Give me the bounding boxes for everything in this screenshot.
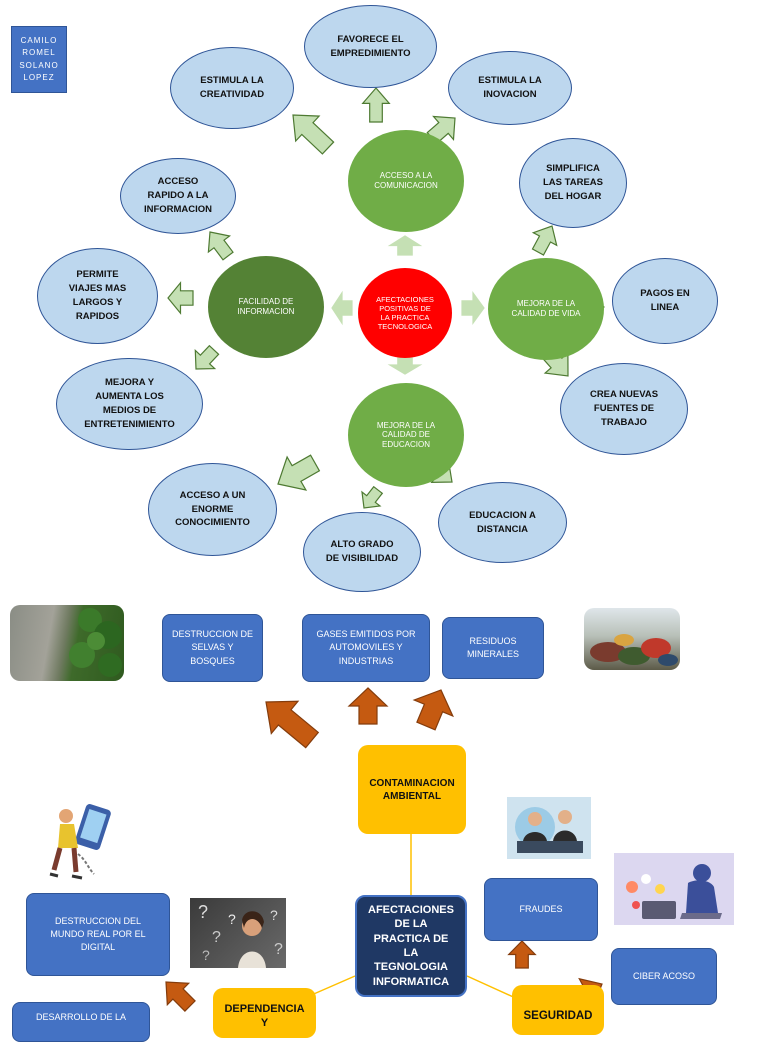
leaf-alto-visibilidad: ALTO GRADO DE VISIBILIDAD xyxy=(303,512,421,592)
hub-calidad-educacion: MEJORA DE LA CALIDAD DE EDUCACION xyxy=(348,383,464,487)
hub-acceso-comunicacion: ACCESO A LA COMUNICACION xyxy=(348,130,464,232)
fraud-people-illustration xyxy=(507,797,591,859)
deforestation-photo xyxy=(10,605,124,681)
hub-calidad-vida: MEJORA DE LA CALIDAD DE VIDA xyxy=(488,258,604,360)
svg-text:?: ? xyxy=(270,907,278,923)
box-residuos-minerales: RESIDUOS MINERALES xyxy=(442,617,544,679)
leaf-educacion-distancia: EDUCACION A DISTANCIA xyxy=(438,482,567,563)
author-box: CAMILO ROMEL SOLANO LOPEZ xyxy=(11,26,67,93)
block-arrow-17 xyxy=(347,687,389,725)
block-arrow-13 xyxy=(277,454,321,491)
block-arrow-8 xyxy=(167,281,194,315)
block-arrow-5 xyxy=(292,114,335,155)
box-fraudes: FRAUDES xyxy=(484,878,598,941)
box-gases-emitidos: GASES EMITIDOS POR AUTOMOVILES Y INDUSTR… xyxy=(302,614,430,682)
hub-facilidad-informacion: FACILIDAD DE INFORMACION xyxy=(208,256,324,358)
block-arrow-2 xyxy=(461,290,485,326)
center-node-positivas: AFECTACIONES POSITIVAS DE LA PRACTICA TE… xyxy=(358,268,452,358)
waste-photo xyxy=(584,608,680,670)
cyberbullying-illustration xyxy=(614,853,734,925)
svg-text:?: ? xyxy=(274,941,283,958)
leaf-acceso-rapido: ACCESO RAPIDO A LA INFORMACION xyxy=(120,158,236,234)
block-arrow-16 xyxy=(265,700,320,749)
block-arrow-7 xyxy=(207,231,234,261)
box-destruccion-mundo-real: DESTRUCCION DEL MUNDO REAL POR EL DIGITA… xyxy=(26,893,170,976)
svg-text:?: ? xyxy=(228,911,236,927)
box-seguridad: SEGURIDAD xyxy=(512,985,604,1035)
forest-texture xyxy=(69,608,122,677)
block-arrow-20 xyxy=(507,940,537,969)
svg-text:?: ? xyxy=(198,902,208,922)
box-dependencia: DEPENDENCIA Y xyxy=(213,988,316,1038)
block-arrow-1 xyxy=(331,290,353,326)
connector-seguridad xyxy=(466,975,521,1001)
leaf-nuevas-fuentes-trabajo: CREA NUEVAS FUENTES DE TRABAJO xyxy=(560,363,688,455)
block-arrow-9 xyxy=(194,344,220,370)
block-arrow-3 xyxy=(387,355,423,375)
box-contaminacion-ambiental: CONTAMINACION AMBIENTAL xyxy=(358,745,466,834)
leaf-estimula-creatividad: ESTIMULA LA CREATIVIDAD xyxy=(170,47,294,129)
leaf-simplifica-hogar: SIMPLIFICA LAS TAREAS DEL HOGAR xyxy=(519,138,627,228)
block-arrow-14 xyxy=(361,485,384,509)
svg-text:?: ? xyxy=(212,929,221,946)
leaf-entretenimiento: MEJORA Y AUMENTA LOS MEDIOS DE ENTRETENI… xyxy=(56,358,203,450)
block-arrow-19 xyxy=(165,981,196,1012)
block-arrow-0 xyxy=(387,235,423,256)
leaf-permite-viajes: PERMITE VIAJES MAS LARGOS Y RAPIDOS xyxy=(37,248,158,344)
box-ciber-acoso: CIBER ACOSO xyxy=(611,948,717,1005)
tech-addict-illustration xyxy=(44,804,112,882)
confused-woman-photo: ?? ?? ?? xyxy=(190,898,286,968)
svg-text:?: ? xyxy=(202,947,210,963)
leaf-enorme-conocimiento: ACCESO A UN ENORME CONOCIMIENTO xyxy=(148,463,277,556)
leaf-favorece-emprendimiento: FAVORECE EL EMPREDIMIENTO xyxy=(304,5,437,88)
waste-texture xyxy=(590,634,678,666)
center-node-afectaciones: AFECTACIONES DE LA PRACTICA DE LA TEGNOL… xyxy=(355,895,467,997)
leaf-pagos-linea: PAGOS EN LINEA xyxy=(612,258,718,344)
box-desarrollo: DESARROLLO DE LA xyxy=(12,1002,150,1042)
block-arrow-4 xyxy=(361,87,391,123)
block-arrow-18 xyxy=(412,689,454,731)
block-arrow-10 xyxy=(531,225,558,256)
box-destruccion-selvas: DESTRUCCION DE SELVAS Y BOSQUES xyxy=(162,614,263,682)
leaf-estimula-inovacion: ESTIMULA LA INOVACION xyxy=(448,51,572,125)
